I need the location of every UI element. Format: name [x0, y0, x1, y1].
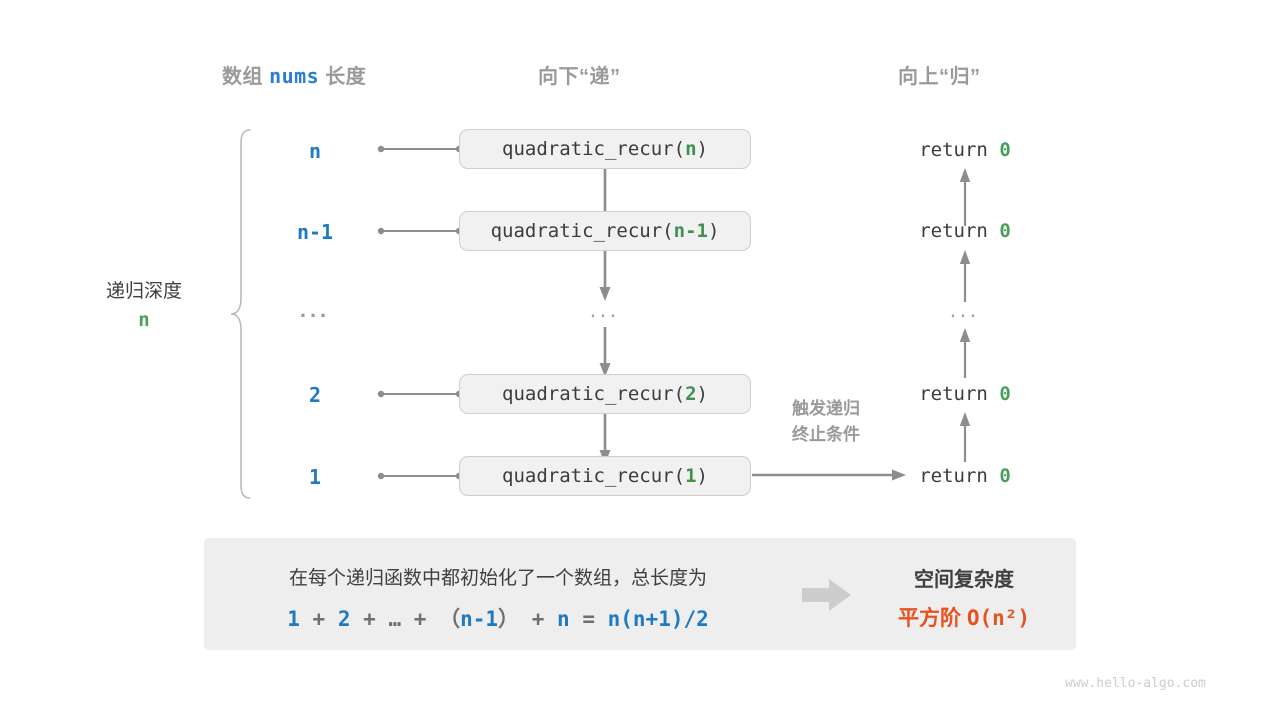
- array-size-row-3-ellipsis: ...: [299, 297, 331, 322]
- down-arrow-2: [597, 251, 613, 303]
- call-box-name-4: quadratic_recur(: [502, 383, 686, 405]
- call-box-row-2[interactable]: quadratic_recur(n-1): [459, 211, 751, 251]
- call-box-close-1: ): [696, 138, 708, 160]
- call-box-row-4[interactable]: quadratic_recur(2): [459, 374, 751, 414]
- down-arrow-3: [597, 327, 613, 379]
- header-array-suffix: 长度: [325, 66, 367, 88]
- header-array-nums: nums: [269, 64, 320, 88]
- complexity-result-prefix: 平方阶: [897, 607, 961, 630]
- formula-op-3: +: [413, 607, 427, 631]
- call-box-arg-1: n: [685, 138, 697, 160]
- return-row-2: return 0: [875, 220, 1055, 242]
- return-row-5: return 0: [875, 465, 1055, 487]
- return-row-1: return 0: [875, 139, 1055, 161]
- call-box-close-2: ): [707, 220, 720, 242]
- termination-note: 触发递归 终止条件: [756, 396, 896, 449]
- return-keyword-2: return: [919, 220, 1000, 242]
- formula-op-4: +: [531, 607, 545, 631]
- formula-op-2: +: [363, 607, 376, 631]
- watermark: www.hello-algo.com: [1065, 676, 1206, 691]
- up-arrow-2: [957, 250, 973, 302]
- recursion-depth-label: 递归深度 n: [84, 277, 204, 336]
- recursion-depth-value: n: [138, 309, 150, 332]
- return-row-4: return 0: [875, 383, 1055, 405]
- return-keyword-1: return: [919, 139, 1000, 161]
- formula-term-4: n-1: [460, 607, 499, 631]
- call-box-arg-5: 1: [685, 465, 697, 487]
- header-array-prefix: 数组: [222, 66, 263, 88]
- summary-panel: 在每个递归函数中都初始化了一个数组，总长度为 1 + 2 + … + （n-1）…: [204, 538, 1076, 650]
- header-descend: 向下“递”: [538, 66, 621, 88]
- array-size-row-5: 1: [308, 465, 322, 489]
- header-ascend: 向上“归”: [898, 66, 981, 88]
- base-case-arrow: [752, 468, 908, 482]
- complexity-result: 平方阶 O(n²): [864, 602, 1064, 632]
- complexity-title: 空间复杂度: [914, 569, 1014, 591]
- formula-left-paren: （: [439, 607, 461, 631]
- connector-row-1: [375, 142, 465, 156]
- formula-term-ellipsis: …: [388, 607, 402, 631]
- call-box-row-5[interactable]: quadratic_recur(1): [459, 456, 751, 496]
- depth-brace: [228, 128, 254, 500]
- formula-right-paren: ）: [498, 607, 520, 631]
- termination-note-line1: 触发递归: [792, 399, 860, 418]
- return-keyword-5: return: [919, 465, 1000, 487]
- call-box-arg-4: 2: [685, 383, 697, 405]
- return-value-4: 0: [999, 383, 1011, 405]
- call-box-name-1: quadratic_recur(: [502, 138, 686, 160]
- up-arrow-4: [957, 412, 973, 462]
- array-size-row-2: n-1: [296, 220, 334, 244]
- call-box-close-4: ): [696, 383, 708, 405]
- formula-term-2: 2: [337, 607, 351, 631]
- formula-term-5: n: [557, 607, 570, 631]
- formula-term-1: 1: [287, 607, 300, 631]
- call-box-row-1[interactable]: quadratic_recur(n): [459, 129, 751, 169]
- array-size-row-1: n: [308, 139, 322, 163]
- summary-formula: 1 + 2 + … + （n-1） + n = n(n+1)/2: [228, 603, 768, 633]
- summary-description: 在每个递归函数中都初始化了一个数组，总长度为: [288, 568, 707, 589]
- array-size-row-4: 2: [308, 383, 322, 407]
- formula-result: n(n+1)/2: [607, 607, 709, 631]
- return-row-3-ellipsis: ...: [949, 297, 981, 322]
- call-box-name-2: quadratic_recur(: [490, 220, 674, 242]
- connector-row-4: [375, 387, 465, 401]
- call-box-arg-2: n-1: [673, 220, 708, 242]
- call-box-close-5: ): [696, 465, 708, 487]
- up-arrow-1: [957, 168, 973, 226]
- header-array-length: 数组 nums 长度: [222, 60, 366, 89]
- formula-equals: =: [582, 607, 595, 631]
- return-value-5: 0: [999, 465, 1011, 487]
- call-box-name-5: quadratic_recur(: [502, 465, 686, 487]
- up-arrow-3: [957, 328, 973, 378]
- return-value-2: 0: [999, 220, 1011, 242]
- connector-row-2: [375, 224, 465, 238]
- recursion-depth-text: 递归深度: [105, 281, 182, 302]
- right-block-arrow-icon: [802, 578, 852, 612]
- return-value-1: 0: [999, 139, 1011, 161]
- connector-row-5: [375, 469, 465, 483]
- complexity-result-value: O(n²): [966, 606, 1031, 630]
- call-box-row-3-ellipsis: ...: [589, 297, 621, 322]
- return-keyword-4: return: [919, 383, 1000, 405]
- formula-op-1: +: [312, 607, 326, 631]
- termination-note-line2: 终止条件: [792, 425, 860, 445]
